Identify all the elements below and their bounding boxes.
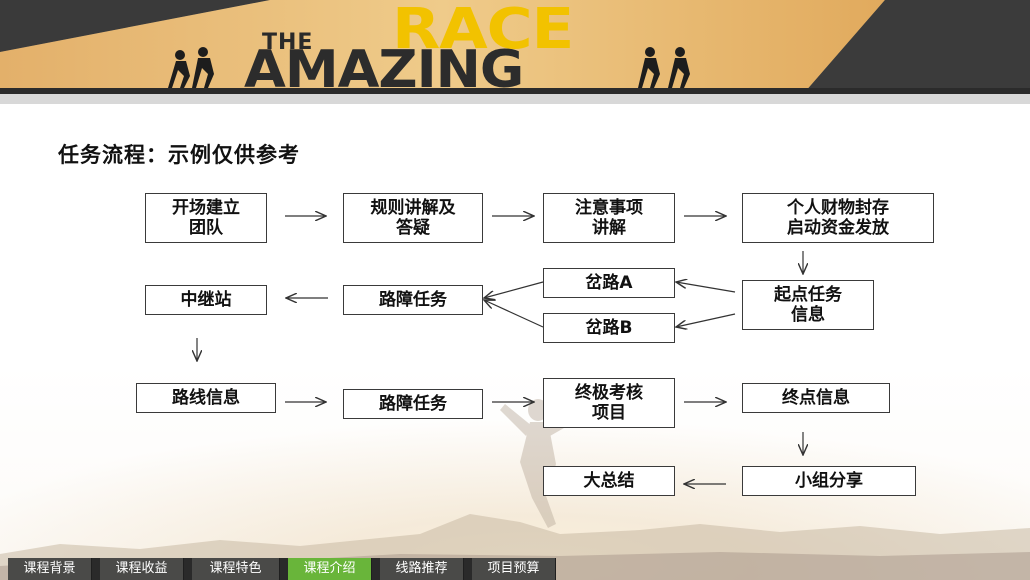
step-label: 终点信息 — [782, 388, 850, 408]
page-title: 任务流程：示例仅供参考 — [58, 143, 300, 167]
step-fork-b: 岔路B — [543, 313, 675, 343]
arrow-forkb-obstacle — [484, 300, 544, 328]
nav-label: 课程收益 — [115, 561, 168, 576]
step-obstacle-task-1: 路障任务 — [343, 285, 483, 315]
step-label: 注意事项 讲解 — [575, 198, 643, 238]
step-group-share: 小组分享 — [742, 466, 916, 496]
bottom-nav: 课程背景 课程收益 课程特色 课程介绍 线路推荐 项目预算 — [0, 558, 1030, 580]
nav-route-recommend[interactable]: 线路推荐 — [380, 558, 464, 580]
step-route-info: 路线信息 — [136, 383, 276, 413]
step-label: 开场建立 团队 — [172, 198, 240, 238]
nav-course-background[interactable]: 课程背景 — [8, 558, 92, 580]
step-summary: 大总结 — [543, 466, 675, 496]
nav-label: 线路推荐 — [395, 561, 448, 576]
runners-right-icon — [638, 47, 690, 88]
arrow-start-forkb — [676, 313, 736, 327]
nav-label: 课程背景 — [23, 561, 76, 576]
nav-label: 项目预算 — [487, 561, 540, 576]
logo-race: RACE — [392, 0, 574, 62]
step-label: 大总结 — [583, 471, 635, 491]
step-rules-qa: 规则讲解及 答疑 — [343, 193, 483, 243]
nav-label: 课程介绍 — [303, 561, 356, 576]
step-belongings-funds: 个人财物封存 启动资金发放 — [742, 193, 934, 243]
nav-separator — [184, 558, 192, 580]
nav-course-intro[interactable]: 课程介绍 — [288, 558, 372, 580]
banner-background — [0, 0, 1030, 104]
step-start-info: 起点任务 信息 — [742, 280, 874, 330]
step-relay-station: 中继站 — [145, 285, 267, 315]
step-team-building: 开场建立 团队 — [145, 193, 267, 243]
nav-separator — [372, 558, 380, 580]
step-label: 小组分享 — [795, 471, 863, 491]
step-label: 路障任务 — [379, 394, 447, 414]
arrow-start-forka — [676, 282, 736, 293]
step-label: 终极考核 项目 — [575, 383, 643, 423]
runners-left-icon — [168, 47, 214, 88]
nav-separator — [280, 558, 288, 580]
nav-course-features[interactable]: 课程特色 — [192, 558, 280, 580]
nav-project-budget[interactable]: 项目预算 — [472, 558, 556, 580]
step-label: 个人财物封存 启动资金发放 — [787, 198, 889, 238]
step-label: 岔路B — [585, 318, 633, 338]
nav-separator — [92, 558, 100, 580]
background-scene — [0, 104, 1030, 580]
nav-course-benefits[interactable]: 课程收益 — [100, 558, 184, 580]
step-label: 路线信息 — [172, 388, 240, 408]
step-notes: 注意事项 讲解 — [543, 193, 675, 243]
step-label: 岔路A — [585, 273, 633, 293]
step-label: 规则讲解及 答疑 — [370, 198, 456, 238]
step-label: 起点任务 信息 — [774, 285, 842, 325]
nav-separator — [464, 558, 472, 580]
header-banner: THE RACE AMAZING — [0, 0, 1030, 104]
step-final-assessment: 终极考核 项目 — [543, 378, 675, 428]
nav-label: 课程特色 — [209, 561, 262, 576]
logo-the: THE — [262, 30, 314, 55]
step-label: 中继站 — [180, 290, 232, 310]
step-label: 路障任务 — [379, 290, 447, 310]
step-fork-a: 岔路A — [543, 268, 675, 298]
logo-amazing: AMAZING — [244, 40, 524, 100]
step-end-info: 终点信息 — [742, 383, 890, 413]
step-obstacle-task-2: 路障任务 — [343, 389, 483, 419]
arrow-forka-obstacle — [484, 281, 544, 298]
